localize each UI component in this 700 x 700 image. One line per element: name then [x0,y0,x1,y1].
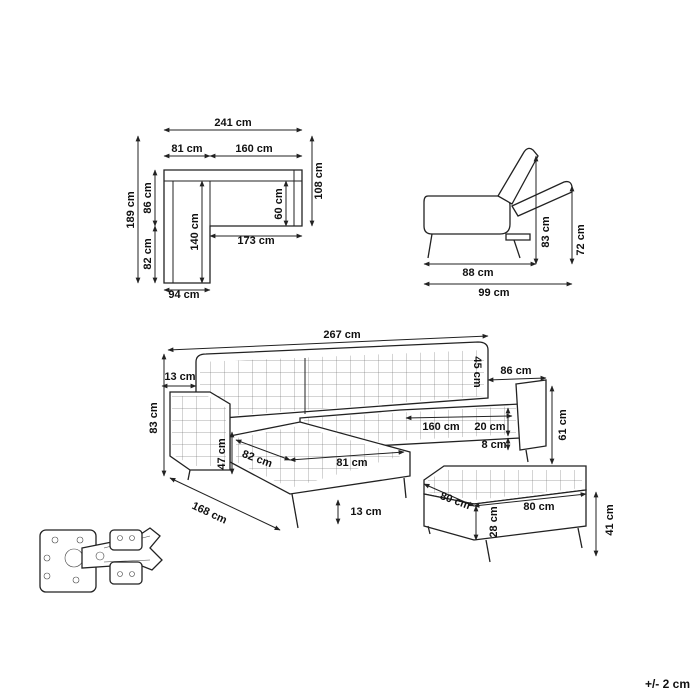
ottoman-body-height: 28 cm [488,506,500,537]
main-length: 267 cm [323,329,361,341]
main-chaise-width: 81 cm [336,457,367,469]
main-cushion-depth: 20 cm [474,421,505,433]
plan-outline [163,169,303,284]
side-depth: 88 cm [462,267,493,279]
main-chaise-length: 168 cm [190,500,229,527]
main-chaise-height: 47 cm [216,438,228,469]
side-height: 83 cm [540,216,552,247]
ottoman-view: 80 cm 80 cm 28 cm 41 cm [423,465,616,563]
plan-chaise-width: 81 cm [171,143,202,155]
sofa-right-armrest [515,379,547,451]
side-backrest-upright [497,147,539,205]
plan-overall-width: 241 cm [214,117,252,129]
side-reclined-depth: 99 cm [478,287,509,299]
plan-seat-width: 160 cm [235,143,273,155]
plan-overall-depth: 189 cm [125,191,137,229]
tolerance-note: +/- 2 cm [645,677,690,691]
main-total-height: 83 cm [148,402,160,433]
plan-chaise-length: 82 cm [142,238,154,269]
main-armrest-width: 13 cm [164,371,195,383]
ottoman-width: 80 cm [523,501,554,513]
main-seat-width: 160 cm [422,421,460,433]
plan-view: 241 cm 81 cm 160 cm 189 cm 86 cm 82 cm 1… [125,117,325,301]
hinge-mechanism-icon [39,527,163,593]
plan-inner-chaise: 140 cm [189,213,201,251]
side-reclined-height: 72 cm [575,224,587,255]
main-armrest-height: 61 cm [557,409,569,440]
plan-chaise-depth: 94 cm [168,289,199,301]
plan-sofa-depth: 108 cm [313,162,325,200]
side-seat-outline [423,195,511,235]
main-armrest-depth: 86 cm [500,365,531,377]
sofa-perspective-view: 267 cm 45 cm 86 cm 13 cm 83 cm 61 cm 160… [148,329,569,531]
main-cushion-height: 8 cm [481,439,506,451]
plan-seat-depth: 60 cm [273,188,285,219]
side-profile-view: 83 cm 72 cm 88 cm 99 cm [423,147,587,299]
plan-back-depth: 86 cm [142,182,154,213]
ottoman-total-height: 41 cm [604,504,616,535]
main-leg-height: 13 cm [350,506,381,518]
main-back-height: 45 cm [471,356,483,387]
plan-inner-seat: 173 cm [237,235,275,247]
